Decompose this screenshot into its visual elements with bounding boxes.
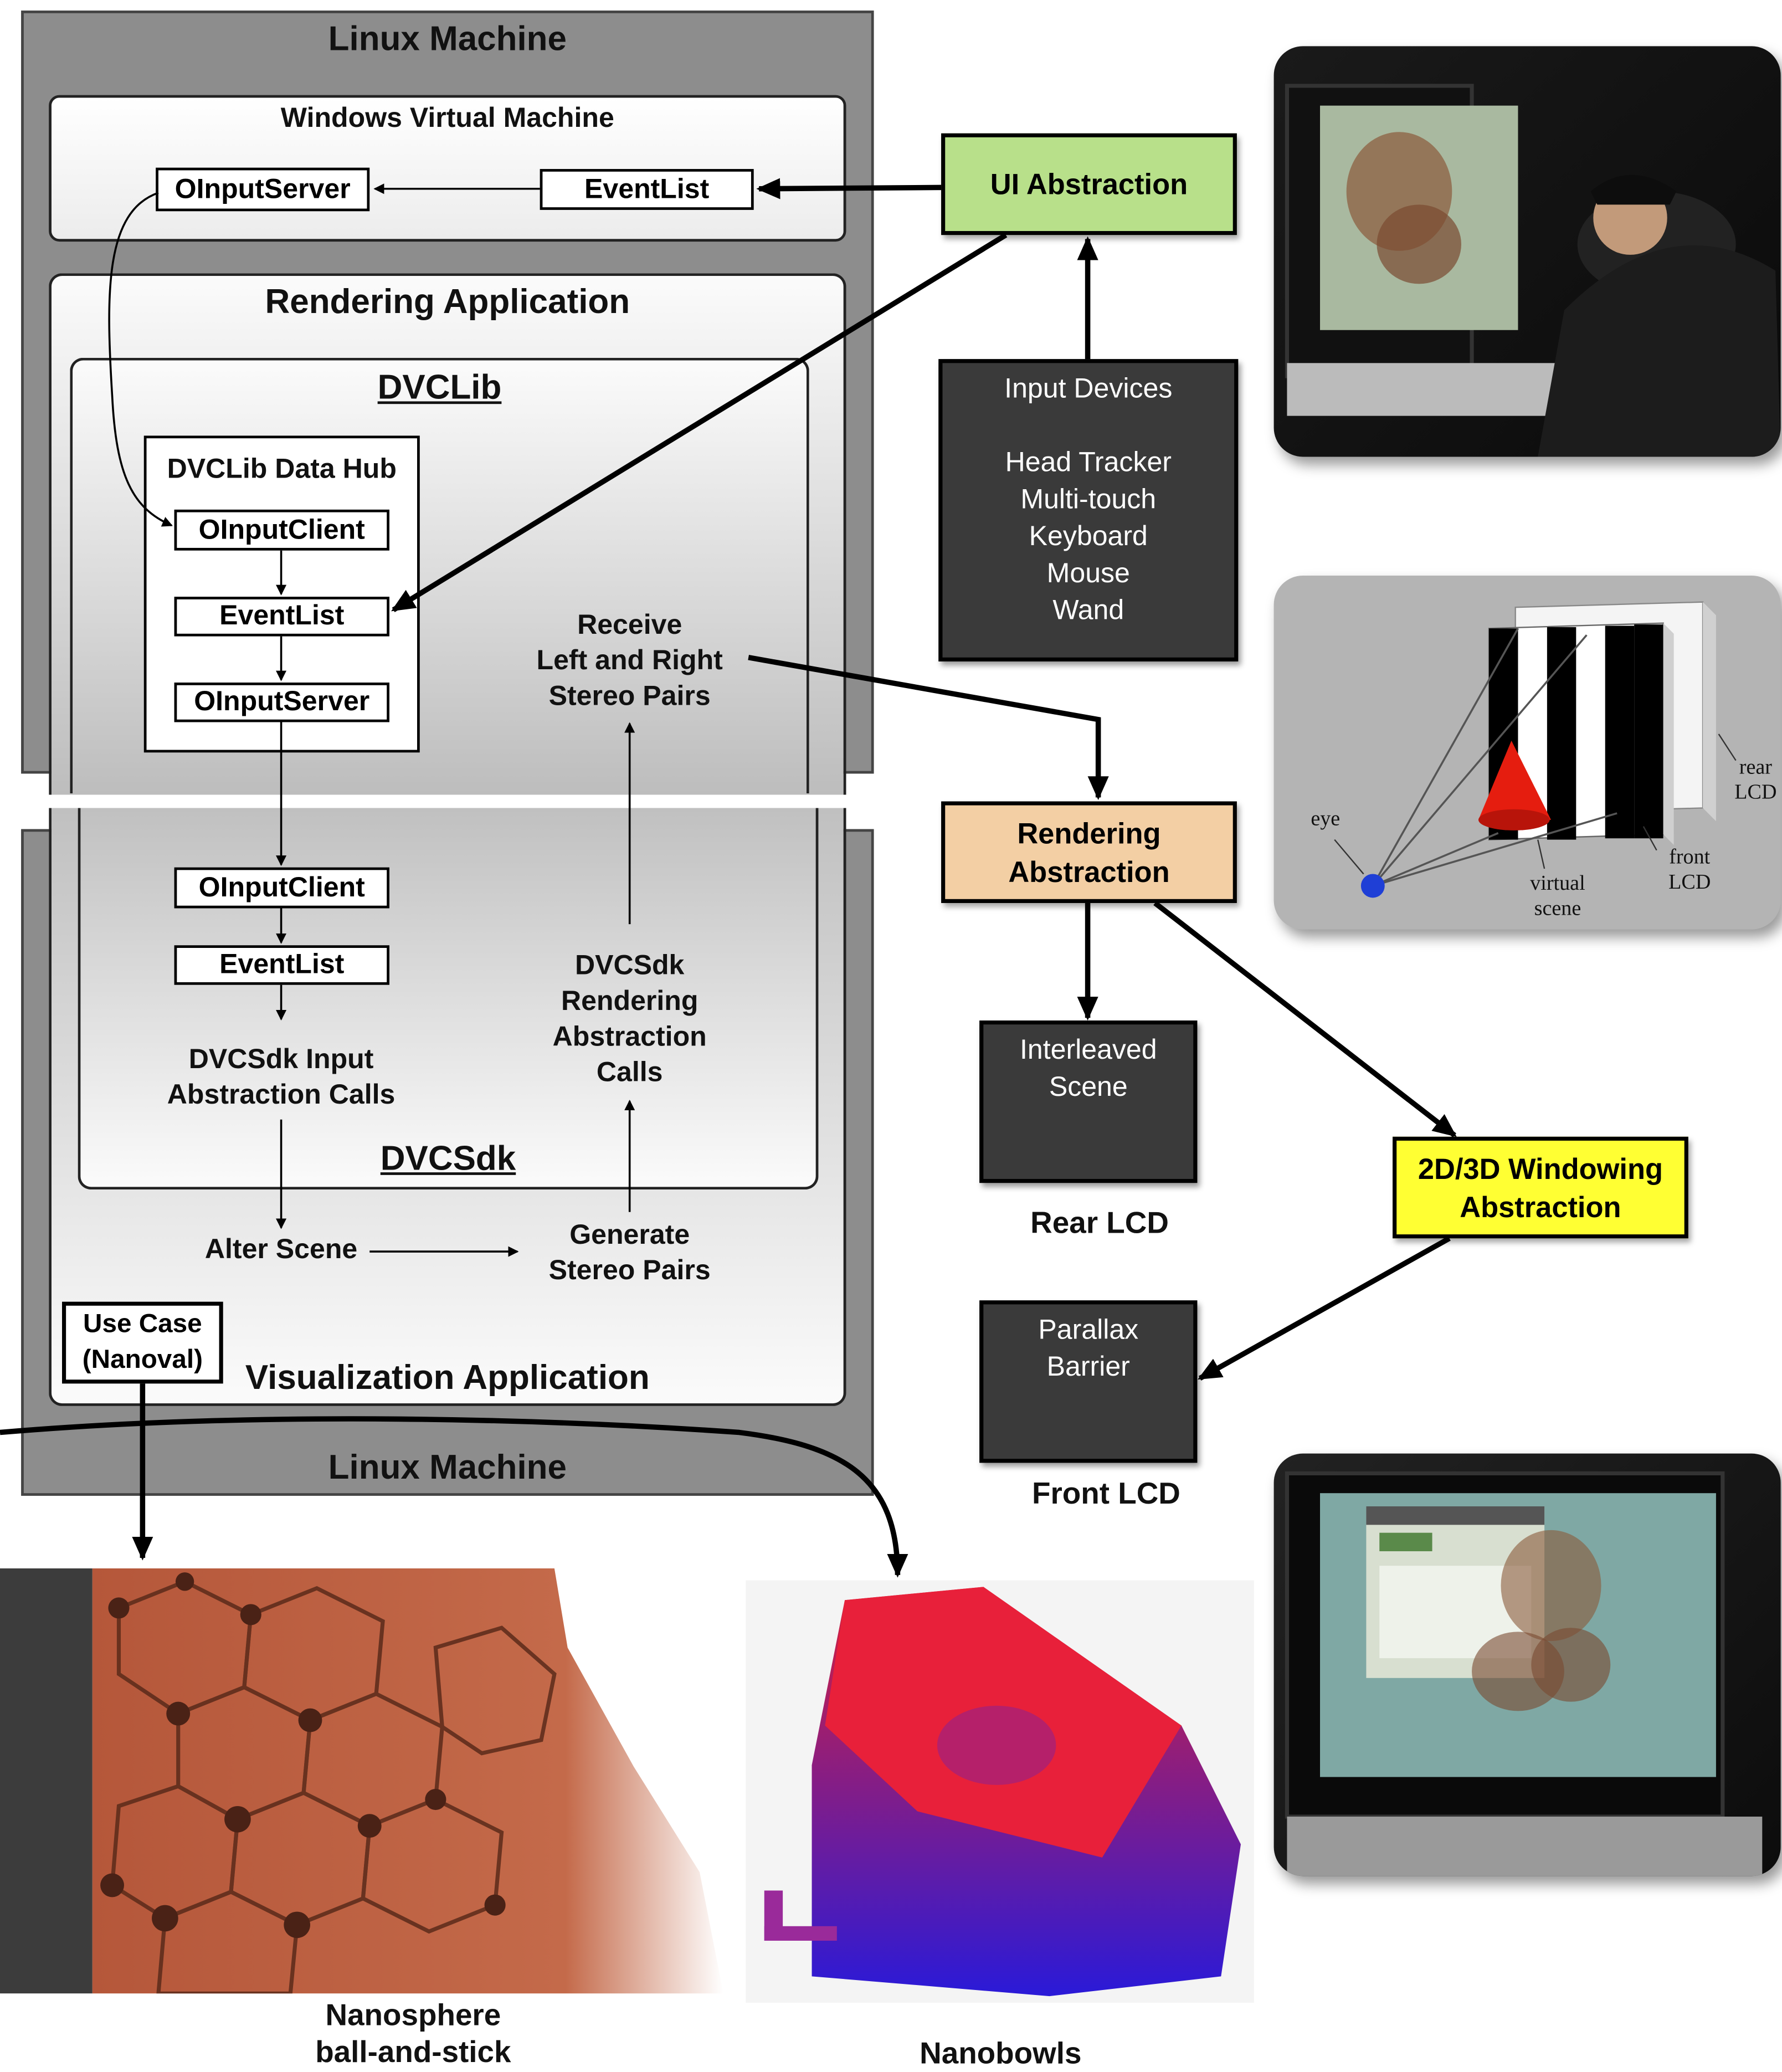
sdk-eventlist-box: EventList bbox=[174, 945, 389, 985]
rear-lcd-caption: Rear LCD bbox=[1030, 1205, 1169, 1240]
eye-label: eye bbox=[1311, 808, 1341, 830]
sdk-oinputclient-box: OInputClient bbox=[174, 867, 389, 909]
hub-eventlist-box: EventList bbox=[174, 597, 389, 637]
user-touching-display-photo bbox=[1273, 46, 1781, 457]
hub-oinputclient-box: OInputClient bbox=[174, 509, 389, 551]
windows-vm-title: Windows Virtual Machine bbox=[280, 102, 614, 134]
linux-machine-bottom-title: Linux Machine bbox=[328, 1447, 567, 1487]
nanobowls-caption: Nanobowls bbox=[920, 2035, 1082, 2070]
front-lcd-label: front LCD bbox=[1668, 846, 1711, 894]
nanobowls-image bbox=[746, 1580, 1254, 2003]
generate-stereo-label: Generate Stereo Pairs bbox=[548, 1219, 711, 1286]
parallax-barrier-box: Parallax Barrier bbox=[979, 1300, 1198, 1463]
nanosphere-caption: Nanosphere ball-and-stick bbox=[315, 1997, 511, 2069]
visualization-app-title: Visualization Application bbox=[245, 1357, 650, 1397]
use-case-box: Use Case (Nanoval) bbox=[62, 1301, 223, 1384]
vm-eventlist-box: EventList bbox=[540, 169, 754, 210]
input-devices-box: Input Devices Head Tracker Multi-touch K… bbox=[938, 359, 1239, 661]
rear-lcd-label: rear LCD bbox=[1734, 756, 1777, 804]
nanosphere-image bbox=[0, 1568, 726, 1994]
interleaved-scene-box: Interleaved Scene bbox=[979, 1020, 1198, 1183]
linux-machine-top-title: Linux Machine bbox=[328, 18, 567, 58]
dvcsdk-title: DVCSdk bbox=[380, 1138, 516, 1178]
sdk-input-calls-label: DVCSdk Input Abstraction Calls bbox=[167, 1044, 396, 1111]
dvclib-title: DVCLib bbox=[377, 367, 502, 407]
ui-abstraction-box: UI Abstraction bbox=[941, 133, 1237, 235]
rendering-app-title: Rendering Application bbox=[265, 281, 630, 321]
parallax-barrier-diagram: eye virtual scene front LCD rear LCD bbox=[1273, 575, 1781, 930]
windowing-abstraction-box: 2D/3D Windowing Abstraction bbox=[1393, 1136, 1688, 1239]
data-hub-title: DVCLib Data Hub bbox=[167, 454, 397, 485]
rendering-abstraction-box: Rendering Abstraction bbox=[941, 801, 1237, 903]
vm-oinputserver-box: OInputServer bbox=[156, 167, 370, 212]
alter-scene-label: Alter Scene bbox=[204, 1234, 358, 1265]
display-windowing-photo bbox=[1273, 1453, 1781, 1876]
virtual-scene-label: virtual scene bbox=[1530, 873, 1585, 920]
receive-stereo-label: Receive Left and Right Stereo Pairs bbox=[536, 609, 723, 712]
sdk-render-calls-label: DVCSdk Rendering Abstraction Calls bbox=[552, 950, 707, 1088]
front-lcd-caption: Front LCD bbox=[1031, 1476, 1180, 1511]
hub-oinputserver-box: OInputServer bbox=[174, 683, 389, 722]
